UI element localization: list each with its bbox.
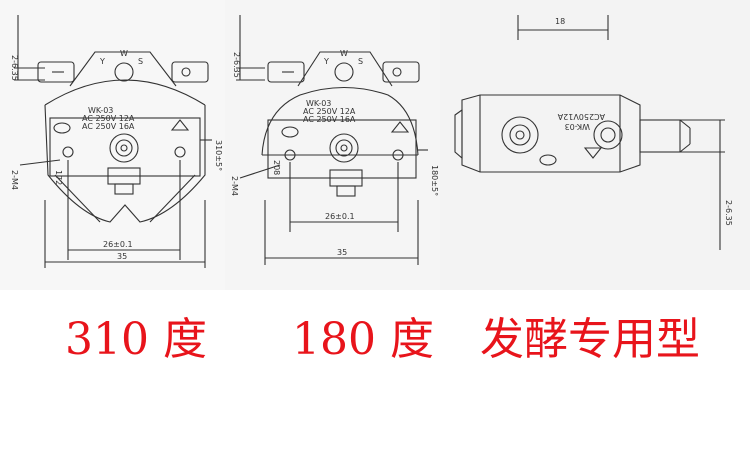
diagram-left-labels: 2-6.35 2-M4 WK-03 AC 250V 12A AC 250V 16…	[10, 49, 223, 261]
left-width: 35	[117, 252, 127, 261]
middle-arc-letter-1: Y	[323, 57, 329, 66]
caption-fermentation-type: 发酵专用型	[480, 314, 700, 365]
left-arc-letter-2: W	[120, 49, 128, 58]
middle-angle-label: 180±5°	[430, 165, 439, 196]
middle-arc-letter-3: S	[358, 57, 363, 66]
middle-rating-2: AC 250V 16A	[303, 115, 356, 124]
middle-model-label: WK-03	[306, 99, 331, 108]
left-hole-spacing: 26±0.1	[103, 240, 133, 249]
left-arc-letter-1: Y	[99, 57, 105, 66]
panel-right-bg	[440, 0, 750, 290]
left-mount-dim: 2-M4	[10, 170, 19, 190]
caption-310-degree: 310 度	[65, 314, 207, 365]
left-model-label: WK-03	[88, 106, 113, 115]
middle-mount-dim: 2-M4	[230, 176, 239, 196]
left-terminal-dim: 2-6.35	[10, 55, 19, 81]
middle-rating-1: AC 250V 12A	[303, 107, 356, 116]
left-rating-2: AC 250V 16A	[82, 122, 135, 131]
middle-small-dim: 208	[272, 160, 281, 175]
right-rating: AC250V12A	[557, 112, 605, 121]
middle-arc-letter-2: W	[340, 49, 348, 58]
diagram-middle-labels: 2-6.35 2-M4 WK-03 AC 250V 12A AC 250V 16…	[230, 49, 439, 257]
caption-180-degree: 180 度	[292, 314, 434, 365]
diagram-right	[454, 15, 725, 250]
diagram-left	[14, 15, 212, 268]
diagram-right-labels: 18 2-6.35 AC250V12A WK-03	[555, 17, 733, 226]
left-angle-label: 310±5°	[214, 140, 223, 171]
right-top-dim: 18	[555, 17, 565, 26]
middle-width: 35	[337, 248, 347, 257]
panel-middle-bg	[225, 0, 440, 290]
left-rating-1: AC 250V 12A	[82, 114, 135, 123]
right-model: WK-03	[565, 122, 590, 131]
panel-left-bg	[0, 0, 225, 290]
diagram-middle	[236, 15, 428, 265]
right-terminal-dim: 2-6.35	[724, 200, 733, 226]
middle-hole-spacing: 26±0.1	[325, 212, 355, 221]
left-small-dim: 172	[54, 170, 63, 185]
middle-terminal-dim: 2-6.35	[232, 52, 241, 78]
left-arc-letter-3: S	[138, 57, 143, 66]
